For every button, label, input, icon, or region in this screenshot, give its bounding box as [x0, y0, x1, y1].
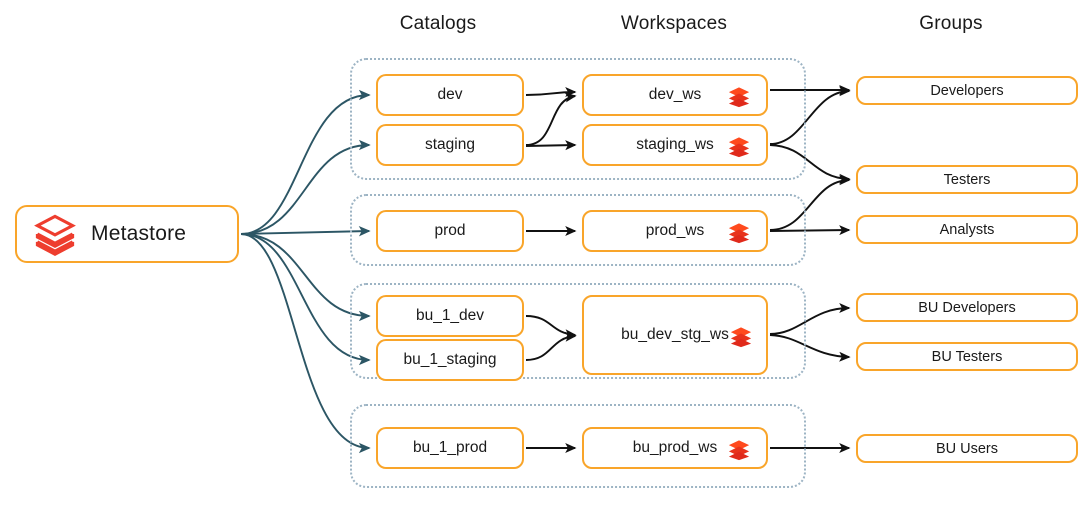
node-workspace-prod-ws[interactable]: prod_ws — [582, 210, 768, 252]
node-catalog-bu-1-prod[interactable]: bu_1_prod — [376, 427, 524, 469]
group-bu-testers-label: BU Testers — [931, 348, 1003, 365]
group-analysts-label: Analysts — [939, 221, 995, 238]
column-header-groups: Groups — [919, 13, 983, 34]
catalog-bu-1-prod-label: bu_1_prod — [412, 439, 488, 456]
catalog-staging-label: staging — [425, 136, 475, 153]
env-frame-dev-staging — [350, 58, 806, 180]
node-catalog-staging[interactable]: staging — [376, 124, 524, 166]
node-group-bu-testers[interactable]: BU Testers — [856, 342, 1078, 371]
databricks-logo-solid-icon — [728, 223, 750, 244]
workspace-staging-ws-label: staging_ws — [636, 136, 714, 153]
databricks-logo-outline-icon — [34, 214, 76, 256]
node-workspace-bu-dev-stg-ws[interactable]: bu_dev_stg_ws — [582, 295, 768, 375]
node-group-bu-developers[interactable]: BU Developers — [856, 293, 1078, 322]
metastore-label: Metastore — [91, 222, 187, 245]
workspace-bu-dev-stg-ws-label: bu_dev_stg_ws — [621, 326, 729, 343]
catalog-dev-label: dev — [437, 86, 463, 103]
node-workspace-dev-ws[interactable]: dev_ws — [582, 74, 768, 116]
node-catalog-prod[interactable]: prod — [376, 210, 524, 252]
node-catalog-bu-1-staging[interactable]: bu_1_staging — [376, 339, 524, 381]
env-frame-bu-dev-staging — [350, 283, 806, 379]
node-workspace-bu-prod-ws[interactable]: bu_prod_ws — [582, 427, 768, 469]
databricks-logo-solid-icon — [728, 87, 750, 108]
group-testers-label: Testers — [943, 171, 991, 188]
databricks-logo-solid-icon — [728, 137, 750, 158]
node-metastore[interactable]: Metastore — [15, 205, 239, 263]
env-frame-prod — [350, 194, 806, 266]
node-catalog-dev[interactable]: dev — [376, 74, 524, 116]
catalog-prod-label: prod — [434, 222, 466, 239]
column-header-catalogs: Catalogs — [399, 13, 477, 34]
workspace-prod-ws-label: prod_ws — [645, 222, 705, 239]
node-group-analysts[interactable]: Analysts — [856, 215, 1078, 244]
databricks-logo-solid-icon — [730, 327, 752, 348]
catalog-bu-1-staging-label: bu_1_staging — [403, 351, 497, 368]
node-group-testers[interactable]: Testers — [856, 165, 1078, 194]
node-catalog-bu-1-dev[interactable]: bu_1_dev — [376, 295, 524, 337]
column-header-workspaces: Workspaces — [620, 13, 728, 34]
catalog-bu-1-dev-label: bu_1_dev — [415, 307, 485, 324]
env-frame-bu-prod — [350, 404, 806, 488]
node-workspace-staging-ws[interactable]: staging_ws — [582, 124, 768, 166]
group-developers-label: Developers — [930, 82, 1004, 99]
workspace-bu-prod-ws-label: bu_prod_ws — [632, 439, 718, 456]
node-group-bu-users[interactable]: BU Users — [856, 434, 1078, 463]
group-bu-developers-label: BU Developers — [918, 299, 1016, 316]
node-group-developers[interactable]: Developers — [856, 76, 1078, 105]
databricks-logo-solid-icon — [728, 440, 750, 461]
group-bu-users-label: BU Users — [935, 440, 999, 457]
workspace-dev-ws-label: dev_ws — [648, 86, 702, 103]
